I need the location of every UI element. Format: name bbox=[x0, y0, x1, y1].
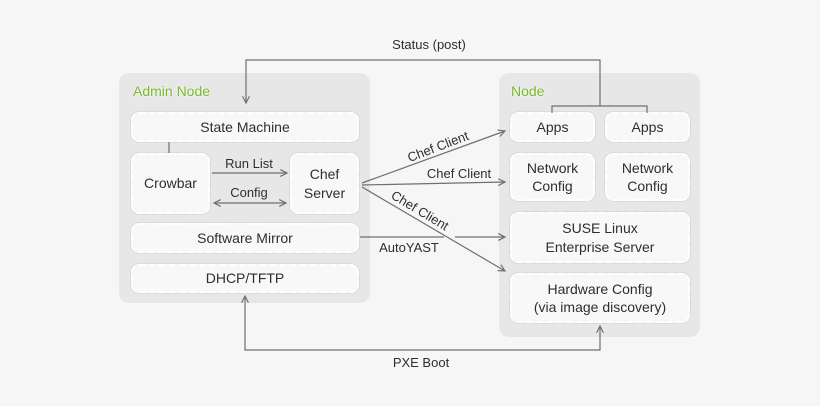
label-autoyast: AutoYAST bbox=[379, 240, 439, 255]
box-suse-linux-enterprise-server: SUSE Linux Enterprise Server bbox=[510, 212, 690, 263]
edge-apps-bracket bbox=[551, 105, 648, 113]
box-network-config-left: Network Config bbox=[510, 153, 595, 201]
box-network-config-right: Network Config bbox=[605, 153, 690, 201]
label-chef-client-mid: Chef Client bbox=[426, 166, 492, 181]
box-state-machine: State Machine bbox=[131, 112, 359, 142]
label-config: Config bbox=[230, 185, 268, 200]
node-label: Node bbox=[511, 83, 545, 99]
edge-chef-client-top bbox=[361, 129, 507, 184]
label-pxe-boot: PXE Boot bbox=[392, 355, 450, 370]
box-crowbar: Crowbar bbox=[131, 153, 210, 214]
edge-chef-client-mid bbox=[361, 178, 507, 187]
label-status-post: Status (post) bbox=[392, 37, 466, 52]
edge-chef-client-bottom bbox=[361, 186, 507, 272]
box-software-mirror: Software Mirror bbox=[131, 223, 359, 253]
box-chef-server: Chef Server bbox=[290, 153, 359, 214]
edge-pxe-boot bbox=[241, 294, 604, 351]
box-dhcp-tftp: DHCP/TFTP bbox=[131, 264, 359, 293]
edge-status-post bbox=[242, 59, 601, 106]
admin-node-label: Admin Node bbox=[133, 83, 211, 99]
label-run-list: Run List bbox=[225, 156, 273, 171]
